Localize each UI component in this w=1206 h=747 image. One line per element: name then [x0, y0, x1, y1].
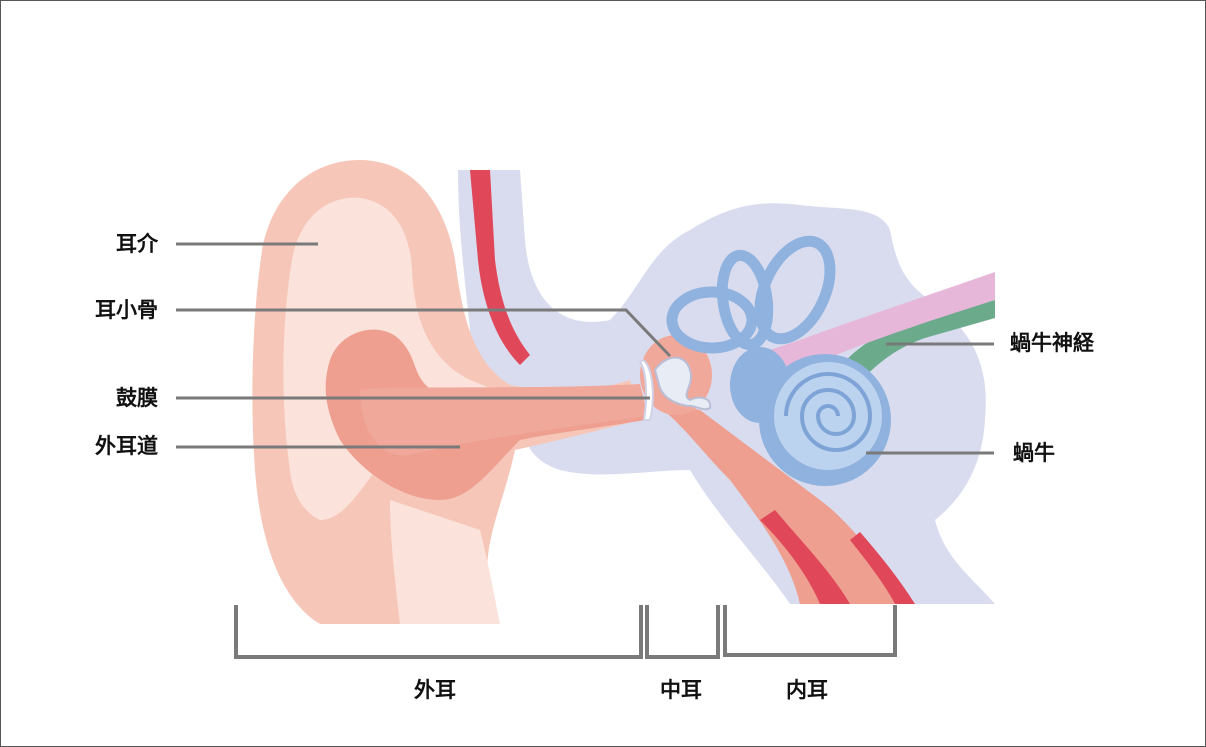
label-middle-ear: 中耳 [660, 678, 702, 702]
label-inner-ear: 内耳 [786, 678, 828, 702]
label-ossicles: 耳小骨 [50, 298, 158, 322]
label-eardrum: 鼓膜 [70, 386, 158, 410]
label-ear-canal: 外耳道 [50, 434, 158, 458]
label-outer-ear: 外耳 [414, 678, 456, 702]
label-pinna: 耳介 [70, 232, 158, 256]
label-cochlear-nerve: 蝸牛神経 [1010, 331, 1094, 355]
label-cochlea: 蝸牛 [1013, 441, 1055, 465]
bracket-inner-ear [725, 605, 895, 655]
bracket-middle-ear [647, 605, 718, 657]
